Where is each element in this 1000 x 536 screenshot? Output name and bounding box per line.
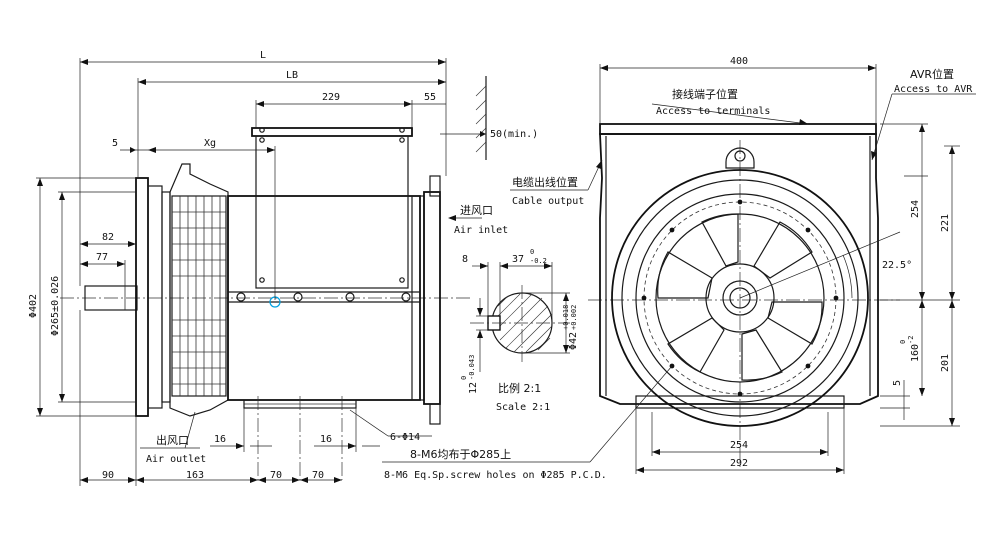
dim-37-tol-lower: -0.2 xyxy=(530,257,547,265)
dim-phi42-tol-upper: +0.018 xyxy=(562,305,570,330)
dim-77: 77 xyxy=(96,252,108,263)
dim-55: 55 xyxy=(424,92,436,103)
cable-en: Cable output xyxy=(512,196,584,207)
air-outlet-cn: 出风口 xyxy=(156,433,189,447)
dim-angle: 22.5° xyxy=(882,260,912,271)
shaft-section xyxy=(470,262,570,372)
air-inlet-cn: 进风口 xyxy=(460,204,493,217)
dim-70b: 70 xyxy=(312,470,324,481)
dim-82: 82 xyxy=(102,232,114,243)
bolt-en: 8-M6 Eq.Sp.screw holes on Φ285 P.C.D. xyxy=(384,470,607,481)
dim-160-tol-upper: 0 xyxy=(899,340,907,344)
dim-70a: 70 xyxy=(270,470,282,481)
side-view-labels: L LB 229 55 5 Xg 82 77 Φ402 Φ265±0.026 5… xyxy=(28,50,607,481)
dim-163: 163 xyxy=(186,470,204,481)
scale-en: Scale 2:1 xyxy=(496,402,550,413)
dim-16a: 16 xyxy=(214,434,226,445)
dim-8: 8 xyxy=(462,254,468,265)
air-outlet-en: Air outlet xyxy=(146,454,206,465)
end-view-labels: 400 AVR位置 Access to AVR 接线端子位置 Access to… xyxy=(512,56,973,469)
dim-37-tol-upper: 0 xyxy=(530,248,534,256)
avr-cn: AVR位置 xyxy=(910,67,954,81)
dim-201: 201 xyxy=(940,354,951,372)
dim-292: 292 xyxy=(730,458,748,469)
air-inlet-en: Air inlet xyxy=(454,225,508,236)
dim-16b: 16 xyxy=(320,434,332,445)
dim-phi42-tol-lower: +0.002 xyxy=(570,305,578,330)
side-view xyxy=(36,58,590,486)
dim-5-end: 5 xyxy=(892,380,903,386)
dim-phi42: Φ42 xyxy=(568,332,579,350)
terminals-en: Access to terminals xyxy=(656,106,770,117)
dim-12: 12 xyxy=(468,382,479,394)
dim-229: 229 xyxy=(322,92,340,103)
dim-5: 5 xyxy=(112,138,118,149)
shaft-labels: 8 37 0 -0.2 12 0 -0.043 Φ42 +0.018 +0.00… xyxy=(460,248,579,413)
dim-254h: 254 xyxy=(730,440,748,451)
end-view xyxy=(510,64,976,474)
dim-L: L xyxy=(260,50,266,61)
dim-160-tol-lower: -2 xyxy=(907,336,915,344)
dim-90: 90 xyxy=(102,470,114,481)
dim-37: 37 xyxy=(512,254,524,265)
dim-phi265: Φ265±0.026 xyxy=(50,276,61,336)
scale-cn: 比例 2:1 xyxy=(498,381,541,395)
dim-12-tol-upper: 0 xyxy=(460,376,468,380)
dim-clearance: 50(min.) xyxy=(490,129,538,140)
bolt-cn: 8-M6均布于Φ285上 xyxy=(410,448,511,461)
terminals-cn: 接线端子位置 xyxy=(672,87,738,101)
dim-221: 221 xyxy=(940,214,951,232)
dim-160: 160 xyxy=(910,344,921,362)
dim-xg: Xg xyxy=(204,138,216,149)
dim-254v: 254 xyxy=(910,200,921,218)
dim-LB: LB xyxy=(286,70,298,81)
dim-400: 400 xyxy=(730,56,748,67)
cable-cn: 电缆出线位置 xyxy=(512,175,578,189)
avr-en: Access to AVR xyxy=(894,84,973,95)
dim-12-tol-lower: -0.043 xyxy=(468,355,476,380)
dim-phi402: Φ402 xyxy=(28,294,39,318)
dim-holes: 6-Φ14 xyxy=(390,432,420,443)
